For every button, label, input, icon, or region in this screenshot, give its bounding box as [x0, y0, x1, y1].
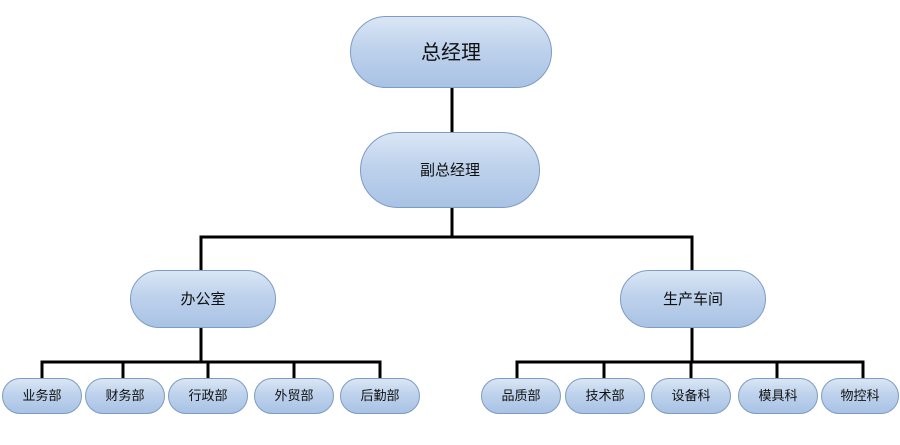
- node-technical-department[interactable]: 技术部: [565, 378, 645, 414]
- node-general-manager[interactable]: 总经理: [350, 16, 552, 88]
- node-mould-section[interactable]: 模具科: [738, 378, 818, 414]
- node-label: 设备科: [671, 388, 711, 404]
- node-administration-department[interactable]: 行政部: [168, 378, 248, 414]
- node-label: 财务部: [105, 388, 145, 404]
- node-label: 后勤部: [360, 388, 400, 404]
- node-label: 模具科: [758, 388, 798, 404]
- node-material-control-section[interactable]: 物控科: [821, 378, 899, 414]
- node-label: 行政部: [188, 388, 228, 404]
- node-office[interactable]: 办公室: [130, 270, 276, 328]
- node-label: 副总经理: [419, 160, 480, 179]
- node-production-workshop[interactable]: 生产车间: [620, 270, 766, 328]
- node-label: 办公室: [180, 289, 226, 308]
- node-label: 总经理: [421, 40, 481, 64]
- node-finance-department[interactable]: 财务部: [85, 378, 165, 414]
- node-label: 外贸部: [274, 388, 314, 404]
- node-foreign-trade-department[interactable]: 外贸部: [254, 378, 334, 414]
- node-label: 技术部: [585, 388, 625, 404]
- node-logistics-department[interactable]: 后勤部: [340, 378, 420, 414]
- node-label: 业务部: [22, 388, 62, 404]
- node-label: 物控科: [840, 388, 880, 404]
- node-label: 品质部: [501, 388, 541, 404]
- node-label: 生产车间: [662, 289, 723, 308]
- node-deputy-general-manager[interactable]: 副总经理: [360, 132, 540, 208]
- node-business-department[interactable]: 业务部: [2, 378, 82, 414]
- node-quality-department[interactable]: 品质部: [481, 378, 561, 414]
- node-equipment-section[interactable]: 设备科: [651, 378, 731, 414]
